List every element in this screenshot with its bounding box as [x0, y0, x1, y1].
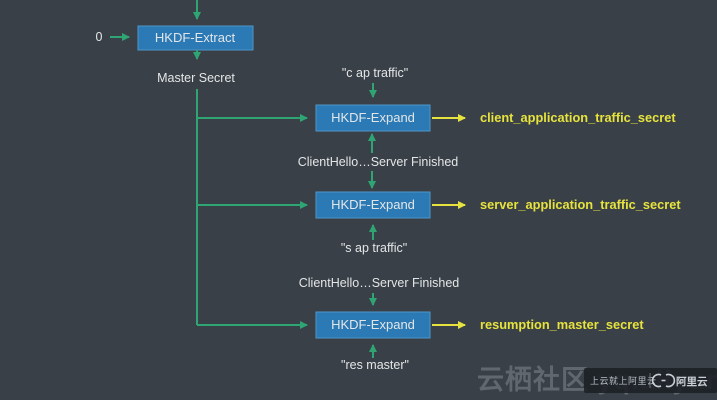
- node-hkdf-expand-2-label: HKDF-Expand: [331, 197, 415, 212]
- input-zero-label: 0: [96, 30, 103, 44]
- output-server-label: server_application_traffic_secret: [480, 197, 681, 212]
- node-hkdf-extract: [137, 25, 254, 51]
- node-hkdf-expand-3-label: HKDF-Expand: [331, 317, 415, 332]
- node-hkdf-expand-1-label: HKDF-Expand: [331, 110, 415, 125]
- c-ap-traffic-label: "c ap traffic": [342, 66, 408, 80]
- output-resumption-label: resumption_master_secret: [480, 317, 644, 332]
- output-client-label: client_application_traffic_secret: [480, 110, 676, 125]
- res-master-label: "res master": [341, 358, 409, 372]
- s-ap-traffic-label: "s ap traffic": [341, 241, 407, 255]
- alibaba-cloud-logo-icon: [651, 373, 676, 388]
- aliyun-badge: 上云就上阿里云 阿里云: [584, 368, 717, 393]
- node-hkdf-expand-2: [315, 191, 431, 219]
- transcript-2-label: ClientHello…Server Finished: [299, 276, 460, 290]
- transcript-1-label: ClientHello…Server Finished: [298, 155, 459, 169]
- badge-brand-label: 阿里云: [676, 376, 708, 388]
- master-secret-label: Master Secret: [157, 71, 235, 85]
- node-hkdf-extract-label: HKDF-Extract: [155, 30, 236, 45]
- node-hkdf-expand-1: [315, 104, 431, 132]
- node-hkdf-expand-3: [315, 311, 431, 339]
- badge-slogan: 上云就上阿里云: [590, 375, 657, 386]
